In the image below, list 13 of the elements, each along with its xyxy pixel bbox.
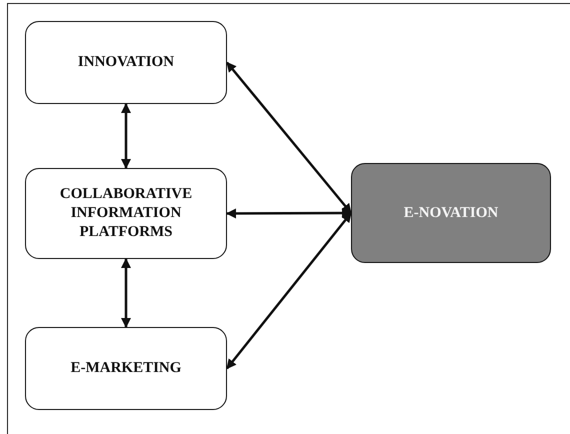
- box-label: E-MARKETING: [70, 359, 182, 378]
- rounded-box: [25, 21, 227, 104]
- rounded-box: [351, 163, 551, 263]
- rounded-box: [25, 168, 227, 259]
- double-arrow: [121, 103, 131, 169]
- box-label: E-NOVATION: [402, 204, 500, 222]
- double-arrow: [121, 258, 131, 328]
- double-arrow: [226, 208, 352, 218]
- double-arrow: [226, 212, 352, 370]
- box-label: COLLABORATIVE INFORMATION PLATFORMS: [58, 185, 194, 242]
- double-arrow: [226, 62, 352, 214]
- box-label: INNOVATION: [76, 53, 176, 72]
- rounded-box: [25, 327, 227, 410]
